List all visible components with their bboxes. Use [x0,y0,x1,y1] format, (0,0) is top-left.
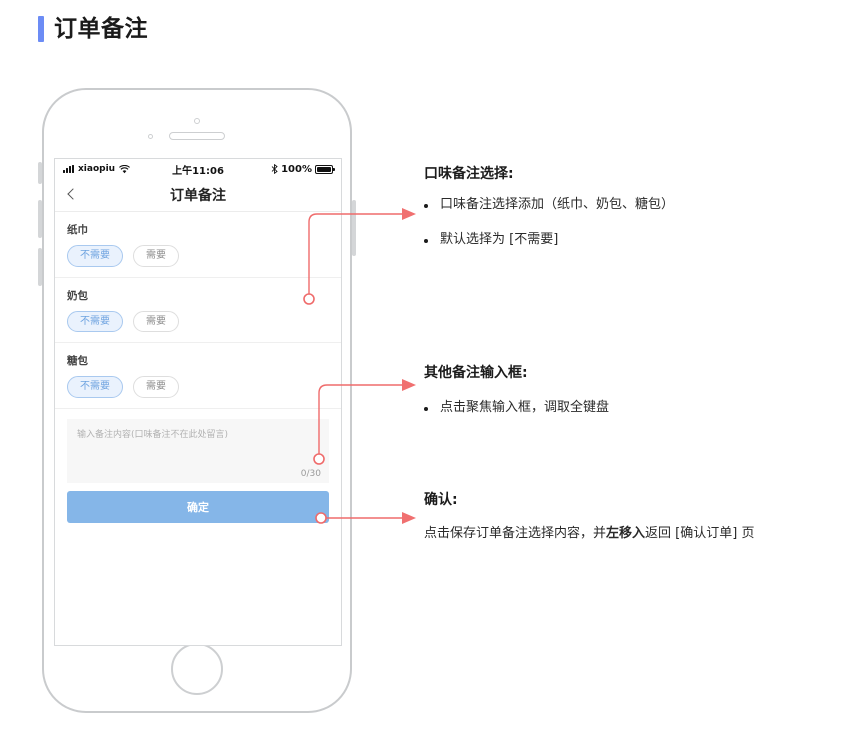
volume-up-button[interactable] [38,200,42,238]
option-group-tissue: 纸巾 不需要 需要 [55,212,341,278]
option-group-label: 奶包 [67,289,88,302]
mute-switch-button[interactable] [38,162,42,184]
annotation-note-input: 其他备注输入框: 点击聚焦输入框，调取全键盘 [424,362,824,435]
nav-title: 订单备注 [170,188,226,204]
volume-down-button[interactable] [38,248,42,286]
annotation-bullet-text: 点击聚焦输入框，调取全键盘 [440,400,610,415]
note-placeholder: 输入备注内容(口味备注不在此处留言) [77,429,229,440]
bullet-dot-icon [424,407,428,411]
status-time: 上午11:06 [172,165,224,177]
option-pills: 不需要 需要 [67,245,329,267]
option-pill-needed[interactable]: 需要 [133,376,179,398]
annotation-bullet: 点击聚焦输入框，调取全键盘 [424,400,824,417]
wifi-icon [119,164,131,173]
annotation-paragraph-post: 返回 [确认订单] 页 [645,526,755,541]
annotation-bullet-text: 默认选择为 [不需要] [440,231,559,247]
proximity-sensor-icon [148,134,153,139]
carrier-label: xiaopiu [78,164,116,174]
title-accent-bar [38,16,44,42]
annotation-paragraph-pre: 点击保存订单备注选择内容，并 [424,526,607,541]
option-group-sugar: 糖包 不需要 需要 [55,343,341,409]
annotation-heading: 其他备注输入框: [424,365,528,381]
bluetooth-icon [271,164,278,174]
annotation-bullet-text: 口味备注选择添加（纸巾、奶包、糖包） [440,197,675,212]
confirm-button-wrapper: 确定 [55,489,341,523]
annotation-heading: 口味备注选择: [424,166,514,182]
option-pills: 不需要 需要 [67,376,329,398]
annotation-paragraph: 点击保存订单备注选择内容，并左移入返回 [确认订单] 页 [424,525,834,543]
page-title-block: 订单备注 [38,16,148,42]
page-title: 订单备注 [54,15,148,42]
annotation-bullet: 口味备注选择添加（纸巾、奶包、糖包） [424,197,824,214]
bullet-dot-icon [424,204,428,208]
option-group-label: 纸巾 [67,224,88,236]
option-group-milk: 奶包 不需要 需要 [55,278,341,343]
phone-screen: xiaopiu 上午11:06 100% 订单备注 [54,158,342,646]
option-pill-not-needed[interactable]: 不需要 [67,310,123,332]
earpiece-speaker-icon [169,132,225,140]
option-pills: 不需要 需要 [67,310,329,332]
front-camera-icon [194,118,200,124]
status-bar: xiaopiu 上午11:06 100% [55,159,341,179]
nav-bar: 订单备注 [55,179,341,212]
option-pill-needed[interactable]: 需要 [133,310,179,332]
option-pill-not-needed[interactable]: 不需要 [67,245,123,267]
option-pill-needed[interactable]: 需要 [133,245,179,267]
annotation-heading: 确认: [424,492,458,508]
annotation-bullet: 默认选择为 [不需要] [424,232,824,249]
battery-percent-label: 100% [281,163,312,175]
annotation-options: 口味备注选择: 口味备注选择添加（纸巾、奶包、糖包） 默认选择为 [不需要] [424,163,824,267]
annotation-confirm: 确认: 点击保存订单备注选择内容，并左移入返回 [确认订单] 页 [424,489,834,543]
note-input[interactable]: 输入备注内容(口味备注不在此处留言) 0/30 [67,418,329,483]
power-button[interactable] [352,200,356,256]
signal-bars-icon [63,165,74,173]
option-pill-not-needed[interactable]: 不需要 [67,376,123,398]
phone-mockup: xiaopiu 上午11:06 100% 订单备注 [38,88,356,713]
confirm-button[interactable]: 确定 [67,490,329,523]
home-button[interactable] [171,643,223,695]
back-chevron-icon[interactable] [65,188,79,202]
option-group-label: 糖包 [67,355,88,367]
bullet-dot-icon [424,238,428,243]
note-area-wrapper: 输入备注内容(口味备注不在此处留言) 0/30 [55,409,341,489]
note-character-counter: 0/30 [300,468,321,479]
annotation-paragraph-bold: 左移入 [606,526,646,541]
battery-full-icon [315,164,335,174]
